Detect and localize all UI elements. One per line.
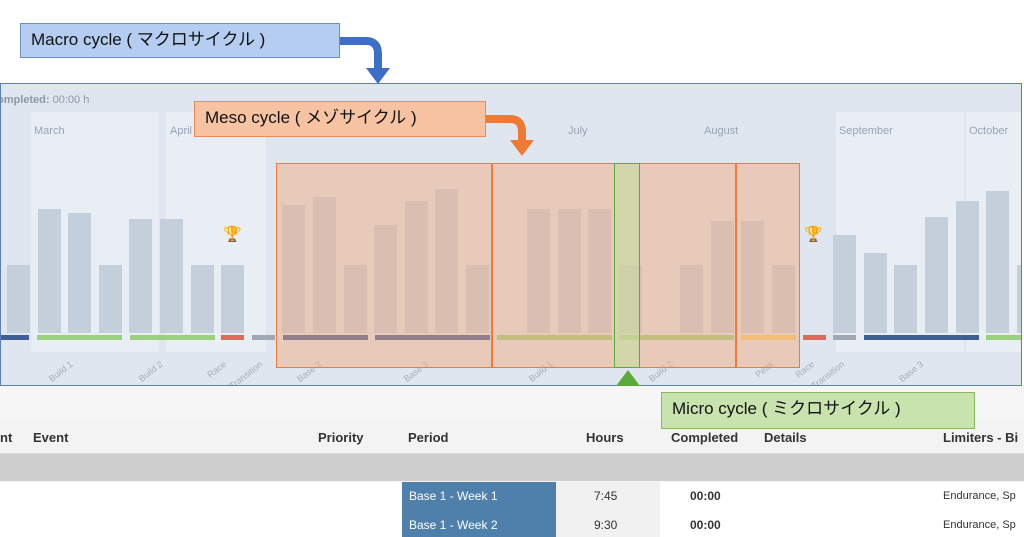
month-label-october: October	[969, 125, 1009, 137]
chart-bar[interactable]	[343, 265, 367, 333]
chart-bar[interactable]	[741, 221, 765, 333]
chart-bar[interactable]	[7, 265, 30, 333]
limiters-cell: Endurance, Sp	[943, 490, 1016, 502]
chart-bar[interactable]	[98, 265, 122, 333]
month-label-april: April	[170, 125, 193, 137]
table-group-row	[0, 454, 1024, 481]
macro-arrow-icon	[340, 37, 390, 84]
phase-line	[1, 335, 29, 340]
macro-cycle-callout: Macro cycle ( マクロサイクル )	[20, 23, 340, 58]
trophy-icon[interactable]: 🏆	[804, 226, 823, 243]
chart-bar[interactable]	[37, 209, 61, 333]
phase-label: Race	[205, 359, 229, 380]
completed-cell: 00:00	[690, 518, 721, 532]
meso-cycle-box	[276, 163, 492, 368]
header-details[interactable]: Details	[764, 430, 807, 445]
header-priority[interactable]: Priority	[318, 430, 364, 445]
micro-cycle-box	[614, 163, 640, 368]
chart-bar[interactable]	[190, 265, 214, 333]
chart-bar[interactable]	[863, 253, 887, 333]
macro-cycle-label: Macro cycle ( マクロサイクル )	[31, 30, 266, 49]
phase-line-base3	[375, 335, 490, 340]
trophy-icon[interactable]: 🏆	[223, 226, 242, 243]
micro-cycle-label: Micro cycle ( ミクロサイクル )	[672, 399, 901, 418]
header-event[interactable]: Event	[33, 430, 69, 445]
completed-summary: ompleted: 00:00 h	[0, 94, 90, 106]
phase-label: Base 3	[896, 359, 926, 385]
chart-bar[interactable]	[1016, 265, 1021, 333]
chart-bar[interactable]	[404, 201, 428, 333]
meso-cycle-box	[736, 163, 800, 368]
hours-cell: 7:45	[594, 489, 618, 503]
phase-line-race	[221, 335, 244, 340]
chart-bar[interactable]	[557, 209, 581, 333]
phase-line-base3b	[864, 335, 979, 340]
header-hours[interactable]: Hours	[586, 430, 624, 445]
chart-bar[interactable]	[221, 265, 245, 333]
chart-bar[interactable]	[435, 189, 459, 333]
month-label-august: August	[704, 125, 739, 137]
phase-line-race2	[803, 335, 826, 340]
limiters-cell: Endurance, Sp	[943, 519, 1016, 531]
chart-bar[interactable]	[466, 265, 489, 333]
phase-line-build1b	[497, 335, 612, 340]
phase-label: Transition	[809, 359, 847, 386]
chart-bar[interactable]	[160, 219, 183, 333]
phase-label: Transition	[227, 359, 265, 386]
chart-bar[interactable]	[925, 217, 948, 333]
phase-line-build	[986, 335, 1021, 340]
header-limiters[interactable]: Limiters - Bi	[943, 430, 1019, 445]
header-period[interactable]: Period	[408, 430, 449, 445]
chart-bar[interactable]	[833, 235, 857, 333]
completed-cell: 00:00	[690, 489, 721, 503]
chart-bar[interactable]	[527, 209, 551, 333]
chart-bar[interactable]	[986, 191, 1010, 333]
annual-plan-chart: ompleted: 00:00 h March April July Augus…	[0, 83, 1022, 386]
hours-cell: 9:30	[594, 518, 618, 532]
header-completed[interactable]: Completed	[671, 430, 739, 445]
chart-bar[interactable]	[129, 219, 153, 333]
meso-cycle-callout: Meso cycle ( メゾサイクル )	[194, 101, 486, 137]
phase-line-build1	[37, 335, 122, 340]
meso-cycle-label: Meso cycle ( メゾサイクル )	[205, 108, 417, 127]
chart-bar[interactable]	[588, 209, 612, 333]
month-label-march: March	[34, 125, 65, 137]
phase-line-transition2	[833, 335, 856, 340]
chart-bar[interactable]	[680, 265, 704, 333]
phase-label: Build 1	[46, 359, 75, 384]
period-cell[interactable]: Base 1 - Week 2	[402, 511, 556, 537]
chart-bar[interactable]	[772, 265, 795, 333]
chart-bar[interactable]	[955, 201, 979, 333]
month-label-september: September	[839, 125, 893, 137]
chart-bar[interactable]	[282, 205, 306, 333]
table-row[interactable]: Base 1 - Week 2 9:30 00:00 Endurance, Sp	[0, 511, 1024, 537]
phase-label: Build 2	[136, 359, 165, 384]
meso-arrow-icon	[486, 115, 534, 156]
chart-bar[interactable]	[313, 197, 336, 333]
phase-line-build2b	[619, 335, 734, 340]
phase-line-build2	[130, 335, 215, 340]
phase-line-transition	[252, 335, 275, 340]
period-cell[interactable]: Base 1 - Week 1	[402, 482, 556, 511]
month-label-july: July	[568, 125, 588, 137]
header-ent[interactable]: nt	[0, 430, 13, 445]
table-row[interactable]: Base 1 - Week 1 7:45 00:00 Endurance, Sp	[0, 482, 1024, 512]
micro-cycle-callout: Micro cycle ( ミクロサイクル )	[661, 392, 975, 429]
chart-bar[interactable]	[894, 265, 918, 333]
chart-bar[interactable]	[710, 221, 734, 333]
chart-bar[interactable]	[374, 225, 398, 333]
chart-bar[interactable]	[68, 213, 92, 333]
phase-line-peak	[741, 335, 796, 340]
phase-line-base2	[283, 335, 368, 340]
